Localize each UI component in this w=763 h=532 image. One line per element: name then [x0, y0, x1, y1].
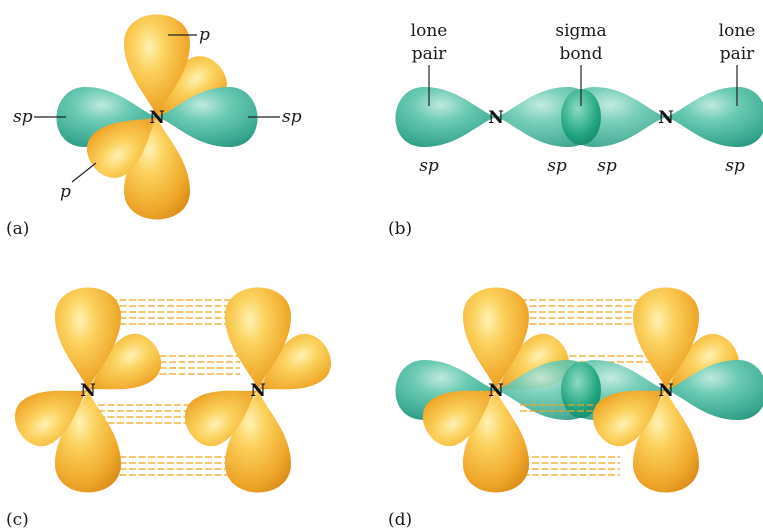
nitrogen-atom-label-left: N: [80, 381, 96, 401]
panel-a: N p sp sp p (a): [6, 14, 302, 239]
sp-label: sp: [547, 156, 567, 176]
caption-d: (d): [388, 510, 412, 530]
sp-label: sp: [597, 156, 617, 176]
label-p-top: p: [199, 25, 210, 45]
label-sp-left: sp: [13, 107, 33, 127]
sigma-overlap-region: [561, 362, 601, 418]
sp-label: sp: [725, 156, 745, 176]
panel-c: N N (c): [5, 287, 341, 530]
sigma-overlap-region: [561, 89, 601, 145]
caption-a: (a): [6, 219, 29, 239]
nitrogen-atom-label-right: N: [658, 381, 674, 401]
nitrogen-atom-label-right: N: [658, 108, 674, 128]
panel-b: N N lone pair sigma bond lone pair sp sp…: [388, 21, 763, 239]
label-sp-right: sp: [282, 107, 302, 127]
label-p-bottom: p: [60, 182, 71, 202]
lone-pair-label-left-line2: pair: [412, 44, 447, 64]
nitrogen-atom-label: N: [149, 108, 165, 128]
panel-d: N N (d): [388, 287, 763, 530]
caption-c: (c): [6, 510, 29, 530]
sigma-bond-label-line2: bond: [560, 44, 603, 64]
nitrogen-atom-label-left: N: [488, 381, 504, 401]
nitrogen-atom-label-right: N: [250, 381, 266, 401]
caption-b: (b): [388, 219, 412, 239]
leader-line: [71, 162, 97, 183]
lone-pair-lobe-left: [395, 87, 496, 147]
sigma-bond-label-line1: sigma: [555, 21, 606, 41]
sp-label: sp: [419, 156, 439, 176]
lone-pair-label-left-line1: lone: [411, 21, 448, 41]
lone-pair-lobe-right: [666, 87, 763, 147]
lone-pair-label-right-line1: lone: [719, 21, 756, 41]
lone-pair-label-right-line2: pair: [720, 44, 755, 64]
nitrogen-atom-label-left: N: [488, 108, 504, 128]
